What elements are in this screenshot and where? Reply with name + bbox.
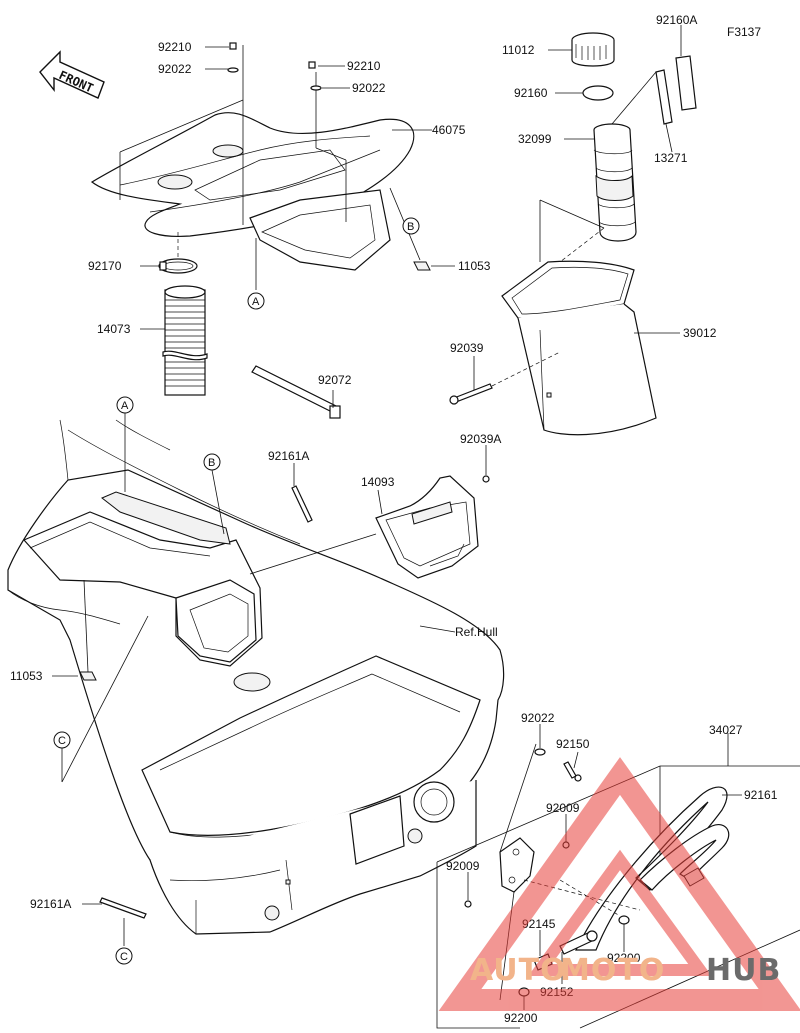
washer-92022-c: [534, 748, 546, 756]
strip-92161A-bottom: [99, 897, 147, 919]
watermark-logo: [438, 757, 800, 1011]
label-92200-b: 92200: [504, 1011, 538, 1025]
svg-text:C: C: [58, 735, 66, 747]
callout-a-hull: A: [116, 396, 134, 414]
label-11012: 11012: [502, 43, 535, 57]
grommet-11053-top: [413, 261, 431, 271]
cap-11012: [571, 32, 615, 67]
screw-92210-a: [229, 42, 237, 50]
label-92160A: 92160A: [656, 13, 697, 27]
label-92170: 92170: [88, 259, 122, 273]
label-92161: 92161: [744, 788, 778, 802]
bolt-92150: [563, 761, 582, 782]
label-46075: 46075: [432, 123, 466, 137]
label-39012: 39012: [683, 326, 717, 340]
callout-c-left: C: [53, 731, 71, 749]
label-92200-a: 92200: [607, 951, 641, 965]
washer-92022-a: [227, 67, 239, 73]
rivet-92039A: [482, 475, 490, 483]
storage-bin-39012: [501, 260, 657, 436]
pin-92152: [559, 930, 598, 955]
hose-14073: [162, 285, 208, 396]
svg-text:C: C: [120, 951, 128, 963]
front-arrow-icon: FRONT: [39, 50, 105, 99]
label-92009-b: 92009: [446, 859, 480, 873]
watermark-text-hub: HUB: [706, 953, 781, 988]
svg-text:B: B: [208, 457, 215, 469]
callout-b-top: B: [402, 217, 420, 235]
svg-text:A: A: [252, 296, 260, 308]
clamp-92170: [158, 258, 198, 274]
label-92161A-a: 92161A: [268, 449, 309, 463]
label-92145: 92145: [522, 917, 556, 931]
ref-hull-label: Ref.Hull: [455, 625, 498, 639]
label-92009-a: 92009: [546, 801, 580, 815]
watermark-text-moto: MOTO: [560, 953, 665, 988]
label-14073: 14073: [97, 322, 131, 336]
svg-text:B: B: [407, 221, 414, 233]
label-92072: 92072: [318, 373, 352, 387]
label-34027: 34027: [709, 723, 743, 737]
label-92210-a: 92210: [158, 40, 192, 54]
label-92022-b: 92022: [352, 81, 386, 95]
washer-92022-b: [310, 85, 322, 91]
collar-92200-right: [618, 915, 630, 925]
hull-body: [7, 419, 505, 935]
screw-92210-b: [308, 61, 316, 69]
screw-92009-b: [464, 900, 472, 908]
handle-bracket: [499, 837, 535, 893]
label-92022-a: 92022: [158, 62, 192, 76]
figure-code: F3137: [727, 25, 761, 39]
label-92022-c: 92022: [521, 711, 555, 725]
svg-text:A: A: [121, 400, 129, 412]
seal-92160: [582, 85, 614, 101]
rivet-92039: [449, 383, 493, 405]
label-13271: 13271: [654, 151, 688, 165]
label-92160: 92160: [514, 86, 548, 100]
pad-92160A: [675, 55, 697, 111]
watermark-text-auto: AUTO: [470, 953, 567, 988]
callout-a-top: A: [247, 292, 265, 310]
strap-13271: [655, 69, 673, 125]
label-11053-a: 11053: [458, 259, 491, 273]
label-32099: 32099: [518, 132, 552, 146]
plate-14093: [375, 475, 479, 579]
strip-92161A-top: [291, 485, 313, 523]
cable-tie-92072: [251, 365, 341, 419]
label-92039: 92039: [450, 341, 484, 355]
deck-tray-part: [90, 112, 415, 271]
label-92210-b: 92210: [347, 59, 381, 73]
label-11053-b: 11053: [10, 669, 43, 683]
label-14093: 14093: [361, 475, 395, 489]
label-92150: 92150: [556, 737, 590, 751]
label-92161A-b: 92161A: [30, 897, 71, 911]
callout-c-bottom: C: [115, 947, 133, 965]
label-92039A: 92039A: [460, 432, 501, 446]
bellows-32099: [593, 123, 637, 242]
callout-b-hull: B: [203, 453, 221, 471]
